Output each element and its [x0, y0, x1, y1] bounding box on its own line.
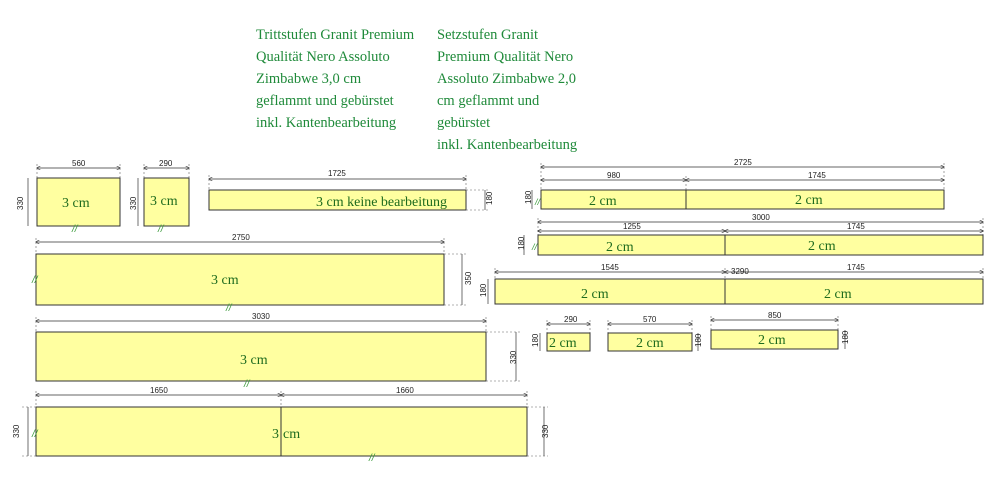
slab-1650 — [35, 406, 282, 457]
dim-1725: 1725 — [328, 169, 346, 178]
slab-1745-a — [685, 189, 945, 210]
label-3030: 3 cm — [240, 353, 268, 368]
dim-330-c: 330 — [509, 350, 518, 364]
svg-text://: // — [157, 224, 165, 235]
riser-piece-850: 850 180 2 cm — [710, 311, 850, 350]
tread-piece-1725: 1725 180 3 cm keine bearbeitung — [208, 169, 494, 211]
label-2750: 3 cm — [211, 273, 239, 288]
tread-heading: Trittstufen Granit Premium Qualität Nero… — [256, 27, 415, 131]
tread-piece-290: 290 330 3 cm // — [129, 159, 189, 235]
dim-180-a: 180 — [485, 191, 494, 205]
dim-180-b: 180 — [524, 190, 533, 204]
dim-r290: 290 — [564, 315, 578, 324]
slab-r850 — [710, 329, 839, 350]
label-r290: 2 cm — [549, 336, 577, 351]
dim-1745-b: 1745 — [847, 222, 865, 231]
label-1725: 3 cm keine bearbeitung — [316, 195, 447, 210]
svg-text://: // — [71, 224, 79, 235]
dim-330-b: 330 — [129, 196, 138, 210]
riser-piece-3290: 1545 3290 1745 180 2 cm 2 cm — [479, 263, 984, 305]
label-1255: 2 cm — [606, 240, 634, 255]
slab-r290 — [546, 332, 591, 352]
slab-560 — [36, 177, 121, 227]
dim-r850: 850 — [768, 311, 782, 320]
riser-piece-3000: 3000 1255 1745 180 2 cm 2 cm // — [517, 213, 984, 256]
label-290: 3 cm — [150, 194, 178, 209]
riser-heading: Setzstufen Granit Premium Qualität Nero … — [437, 27, 578, 153]
label-r570: 2 cm — [636, 336, 664, 351]
tread-piece-560: 560 330 3 cm // — [16, 159, 120, 235]
slab-290 — [143, 177, 190, 227]
label-1545: 2 cm — [581, 287, 609, 302]
svg-text://: // — [243, 379, 251, 390]
dim-330-d: 330 — [12, 424, 21, 438]
dim-r570: 570 — [643, 315, 657, 324]
dim-1545: 1545 — [601, 263, 619, 272]
dim-180-d: 180 — [479, 283, 488, 297]
svg-text://: // — [368, 453, 376, 464]
label-1745-b: 2 cm — [808, 239, 836, 254]
label-r850: 2 cm — [758, 333, 786, 348]
dim-3030: 3030 — [252, 312, 270, 321]
dim-1660: 1660 — [396, 386, 414, 395]
slab-1660 — [280, 406, 528, 457]
slab-1745-b — [724, 234, 984, 256]
dim-180-f: 180 — [694, 333, 703, 347]
svg-text://: // — [31, 275, 39, 286]
slab-1545 — [494, 278, 726, 305]
label-3310-b: cm — [283, 427, 300, 442]
riser-piece-570: 570 180 2 cm — [607, 315, 703, 352]
dim-180-e: 180 — [531, 333, 540, 347]
svg-text://: // — [534, 197, 542, 207]
dim-3290: 3290 — [731, 267, 749, 276]
dim-180-c: 180 — [517, 236, 526, 250]
dim-180-g: 180 — [841, 330, 850, 344]
dim-1650: 1650 — [150, 386, 168, 395]
label-3310-a: 3 — [272, 427, 279, 442]
dim-290: 290 — [159, 159, 173, 168]
dim-330-e: 330 — [541, 424, 550, 438]
slab-1745-c — [724, 278, 984, 305]
dim-2750: 2750 — [232, 233, 250, 242]
dim-330-a: 330 — [16, 196, 25, 210]
tread-piece-3030: 3030 330 3 cm // — [36, 312, 520, 390]
label-560: 3 cm — [62, 196, 90, 211]
tread-piece-2750: 2750 350 3 cm // // — [31, 233, 473, 314]
dim-350: 350 — [464, 271, 473, 285]
tread-piece-3310: 1650 1660 330 330 3 cm // // — [12, 386, 550, 464]
dim-2725: 2725 — [734, 158, 752, 167]
svg-text://: // — [225, 303, 233, 314]
slab-1725 — [208, 189, 467, 211]
dim-980: 980 — [607, 171, 621, 180]
dim-1745-a: 1745 — [808, 171, 826, 180]
svg-text://: // — [531, 242, 539, 252]
slab-3030 — [35, 331, 487, 382]
dim-3000: 3000 — [752, 213, 770, 222]
slab-r570 — [607, 332, 693, 352]
svg-text://: // — [31, 429, 39, 440]
riser-piece-2725: 2725 980 1745 180 2 cm 2 cm // — [524, 158, 945, 210]
dim-560: 560 — [72, 159, 86, 168]
label-980: 2 cm — [589, 194, 617, 209]
riser-piece-290: 290 180 2 cm — [531, 315, 591, 352]
dim-1255: 1255 — [623, 222, 641, 231]
label-1745-a: 2 cm — [795, 193, 823, 208]
label-1745-c: 2 cm — [824, 287, 852, 302]
slab-2750 — [35, 253, 445, 306]
dim-1745-c: 1745 — [847, 263, 865, 272]
